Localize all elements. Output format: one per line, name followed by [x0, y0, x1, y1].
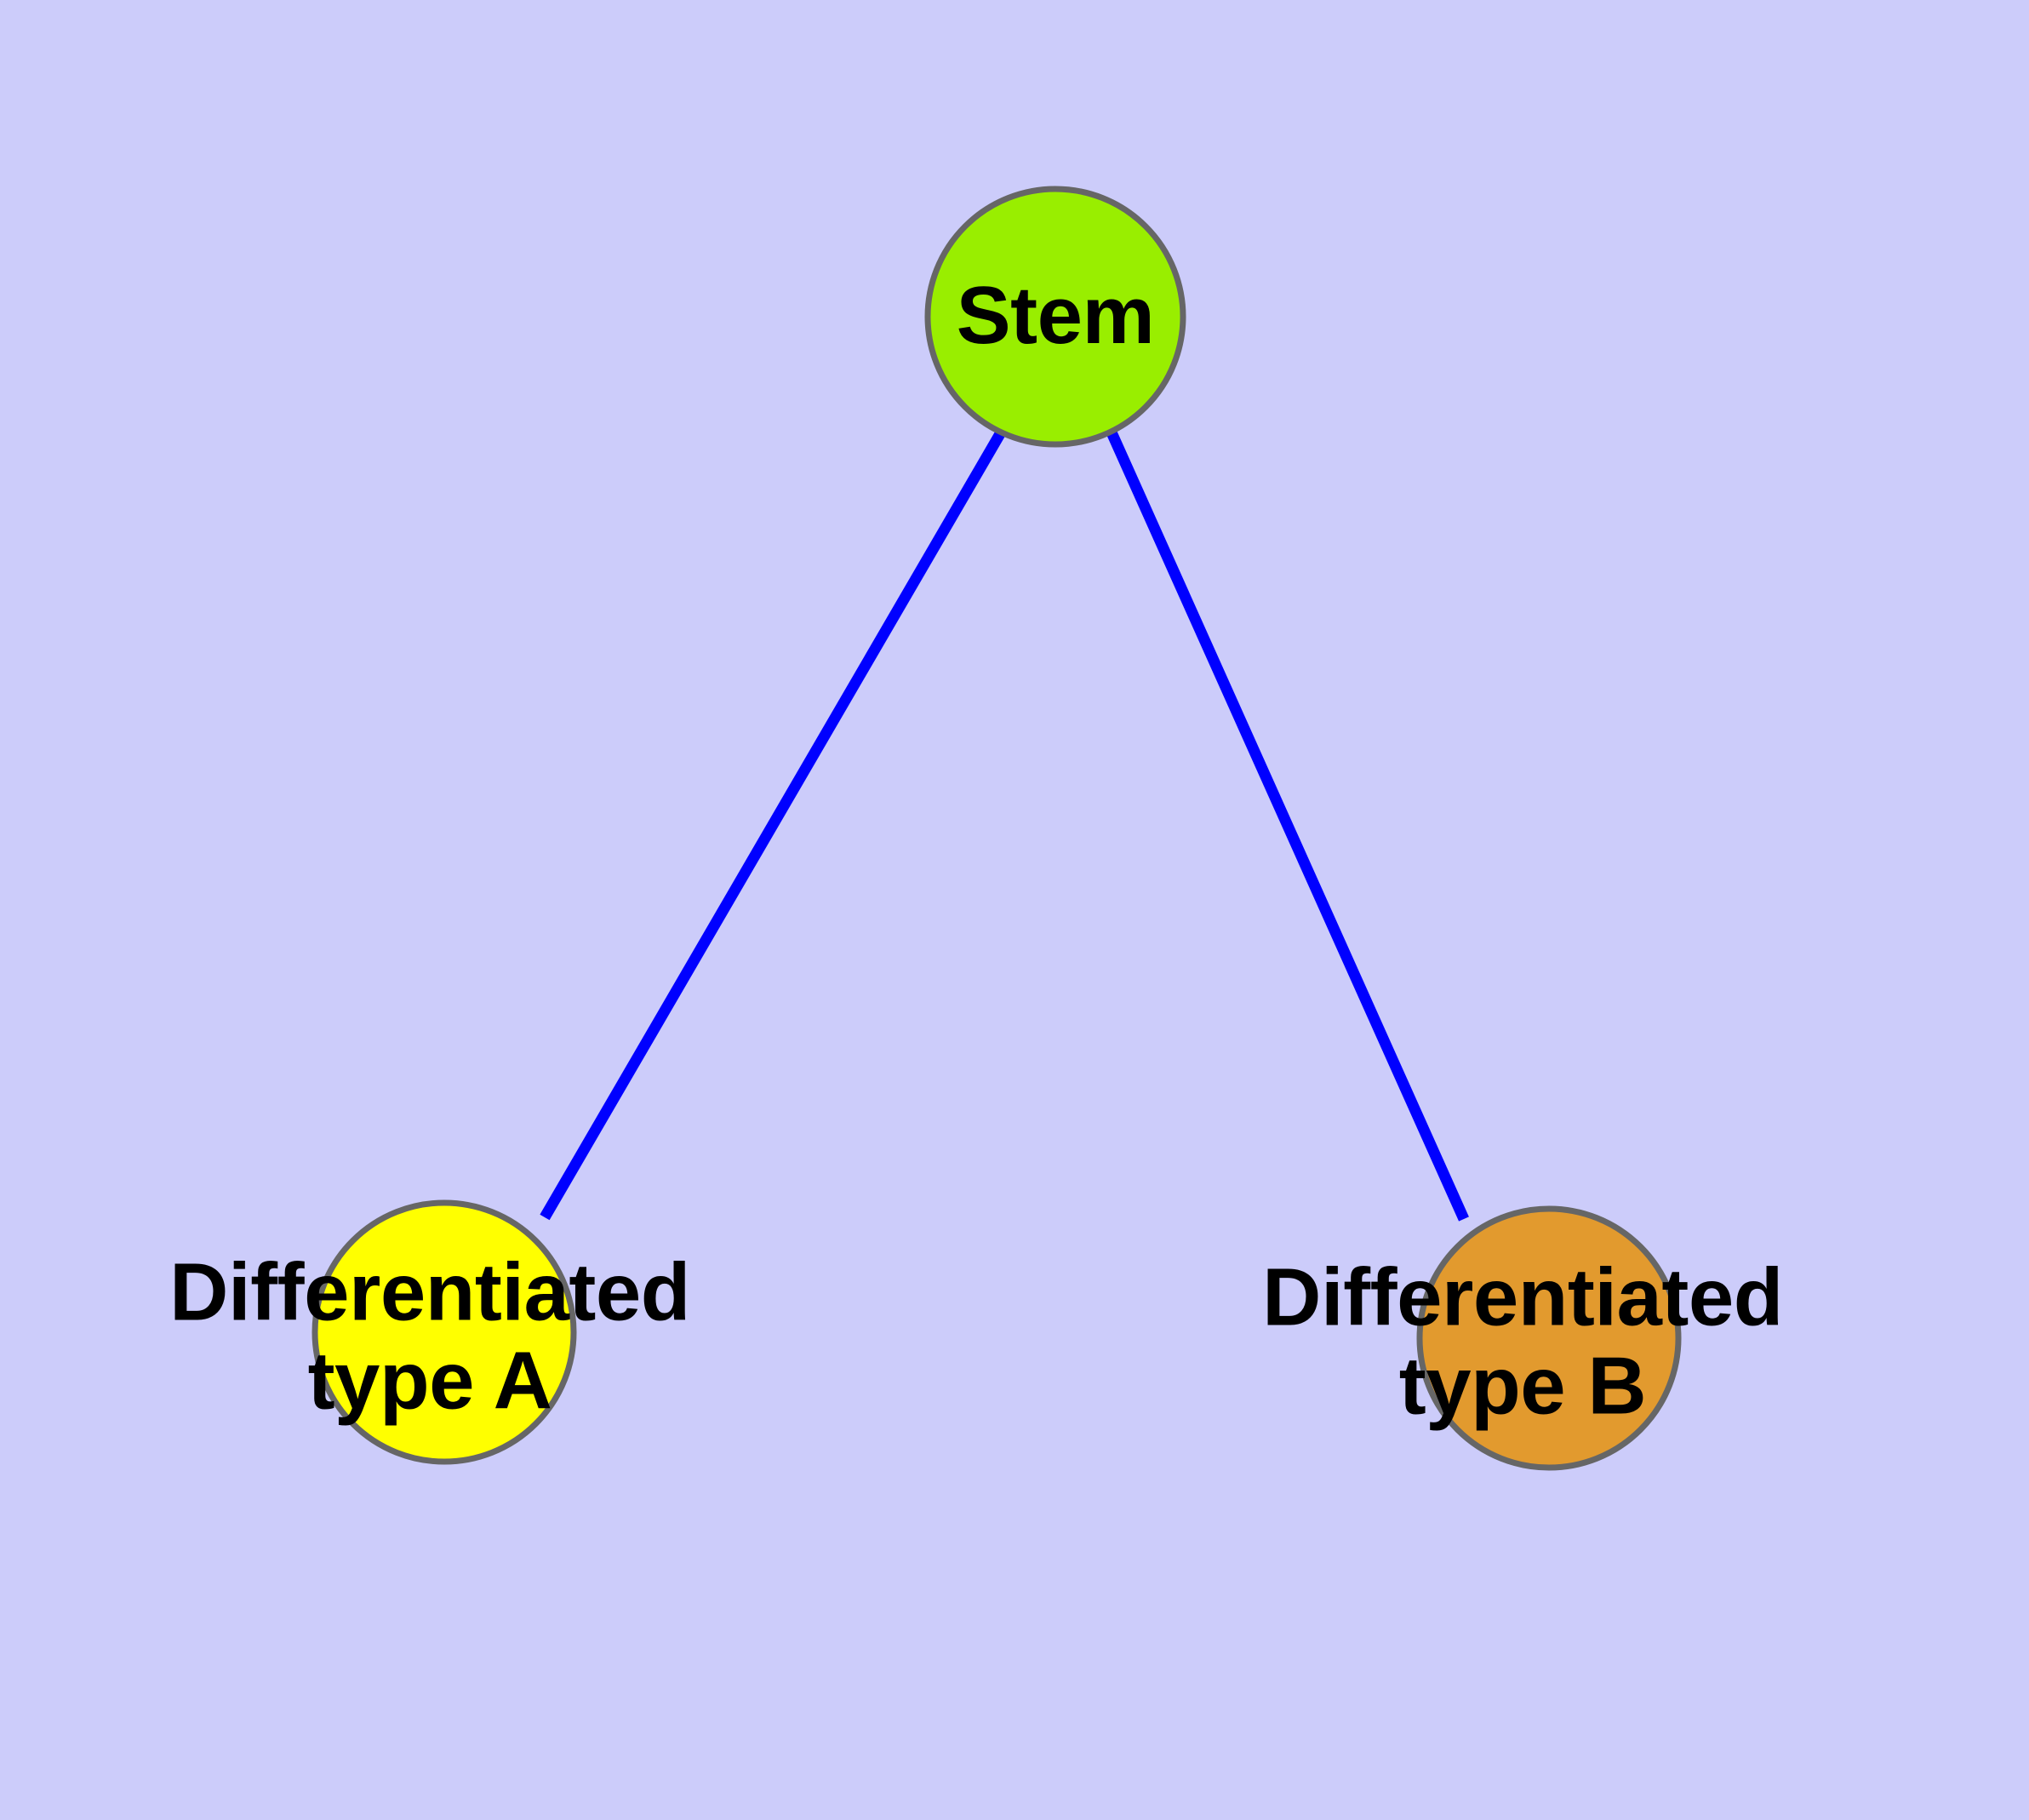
edge-stem-to-diff-b[interactable]: [1106, 430, 1469, 1222]
edge-stem-to-diff-a[interactable]: [540, 429, 1006, 1221]
nodes-layer: [311, 186, 1682, 1471]
edges-layer: [540, 429, 1469, 1222]
node-diff-a-circle[interactable]: [311, 1199, 577, 1465]
node-diff-b-circle[interactable]: [1416, 1205, 1682, 1471]
node-stem-circle[interactable]: [924, 186, 1186, 448]
